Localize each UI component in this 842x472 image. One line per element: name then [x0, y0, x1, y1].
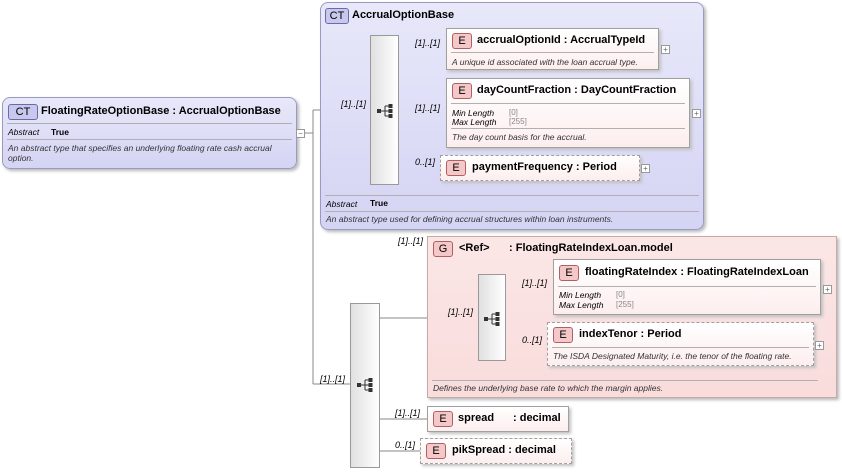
divider [451, 103, 685, 104]
divider [451, 128, 685, 129]
sequence-icon [357, 378, 373, 392]
expand-toggle[interactable]: + [692, 109, 701, 118]
element-icon: E [452, 33, 472, 49]
element-title: accrualOptionId : AccrualTypeId [477, 34, 646, 46]
min-length-value: [0] [616, 290, 625, 299]
divider [558, 286, 816, 287]
complex-type-icon: CT [325, 8, 349, 24]
cardinality: [1]..[1] [415, 38, 441, 48]
cardinality: [1]..[1] [522, 278, 548, 288]
element-icon: E [433, 411, 453, 427]
element-doc: The ISDA Designated Maturity, i.e. the t… [553, 351, 792, 361]
max-length-label: Max Length [559, 300, 604, 310]
abstract-label: Abstract [326, 199, 358, 209]
element-payment-frequency[interactable]: E paymentFrequency : Period [440, 155, 640, 181]
sequence-compositor[interactable] [478, 274, 506, 361]
abstract-value: True [370, 198, 388, 208]
divider [552, 347, 809, 348]
expand-toggle[interactable]: + [823, 285, 832, 294]
base-title: AccrualOptionBase [352, 9, 455, 21]
group-ref: <Ref> [459, 242, 490, 254]
element-day-count-fraction[interactable]: E dayCountFraction : DayCountFraction Mi… [446, 78, 690, 148]
element-title: pikSpread : decimal [452, 444, 556, 456]
root-title: FloatingRateOptionBase : AccrualOptionBa… [41, 105, 281, 117]
sequence-compositor[interactable] [350, 303, 380, 468]
root-doc-line2: option. [8, 153, 34, 163]
collapse-toggle[interactable]: − [296, 129, 305, 138]
divider [432, 380, 818, 381]
cardinality: [1]..[1] [395, 408, 421, 418]
root-complex-type[interactable]: CT FloatingRateOptionBase : AccrualOptio… [2, 97, 297, 169]
divider [451, 52, 654, 53]
max-length-value: [255] [509, 117, 527, 126]
divider [7, 123, 292, 124]
sequence-compositor[interactable] [370, 35, 399, 185]
element-title: indexTenor : Period [579, 328, 682, 340]
sequence-icon [484, 312, 500, 326]
cardinality: 0..[1] [522, 335, 543, 345]
element-icon: E [452, 83, 472, 99]
element-accrual-option-id[interactable]: E accrualOptionId : AccrualTypeId A uniq… [446, 28, 659, 70]
divider [7, 139, 292, 140]
divider [325, 195, 699, 196]
element-icon: E [446, 160, 466, 176]
sequence-icon [377, 104, 393, 118]
min-length-label: Min Length [559, 290, 602, 300]
element-floating-rate-index[interactable]: E floatingRateIndex : FloatingRateIndexL… [553, 259, 821, 315]
element-doc: The day count basis for the accrual. [452, 132, 587, 142]
complex-type-plus-icon: CT [8, 104, 38, 120]
element-index-tenor[interactable]: E indexTenor : Period The ISDA Designate… [547, 322, 814, 366]
abstract-label: Abstract [8, 127, 40, 137]
divider [325, 211, 699, 212]
expand-toggle[interactable]: + [815, 341, 824, 350]
element-icon: E [426, 443, 446, 459]
element-icon: E [559, 265, 579, 281]
abstract-value: True [51, 127, 69, 137]
element-spread[interactable]: E spread : decimal [427, 406, 569, 432]
max-length-label: Max Length [452, 117, 497, 127]
base-doc: An abstract type used for defining accru… [326, 214, 614, 224]
cardinality: 0..[1] [395, 440, 416, 450]
element-title: spread [458, 412, 495, 424]
max-length-value: [255] [616, 300, 634, 309]
expand-toggle[interactable]: + [641, 164, 650, 173]
element-title: floatingRateIndex : FloatingRateIndexLoa… [585, 266, 809, 278]
group-title: : FloatingRateIndexLoan.model [509, 242, 673, 254]
cardinality: [1]..[1] [398, 236, 424, 246]
cardinality: [1]..[1] [448, 307, 474, 317]
cardinality: [1]..[1] [341, 99, 367, 109]
element-pik-spread[interactable]: E pikSpread : decimal [420, 438, 572, 464]
element-title: dayCountFraction : DayCountFraction [477, 84, 677, 96]
root-doc-line1: An abstract type that specifies an under… [8, 143, 272, 153]
min-length-value: [0] [509, 108, 518, 117]
group-icon: G [433, 241, 453, 257]
min-length-label: Min Length [452, 108, 495, 118]
element-icon: E [553, 327, 573, 343]
cardinality: [1]..[1] [320, 374, 346, 384]
element-type: : decimal [513, 412, 561, 424]
group-doc: Defines the underlying base rate to whic… [433, 383, 664, 393]
cardinality: 0..[1] [415, 157, 436, 167]
cardinality: [1]..[1] [415, 103, 441, 113]
expand-toggle[interactable]: + [661, 45, 670, 54]
element-title: paymentFrequency : Period [472, 161, 617, 173]
element-doc: A unique id associated with the loan acc… [452, 57, 638, 67]
